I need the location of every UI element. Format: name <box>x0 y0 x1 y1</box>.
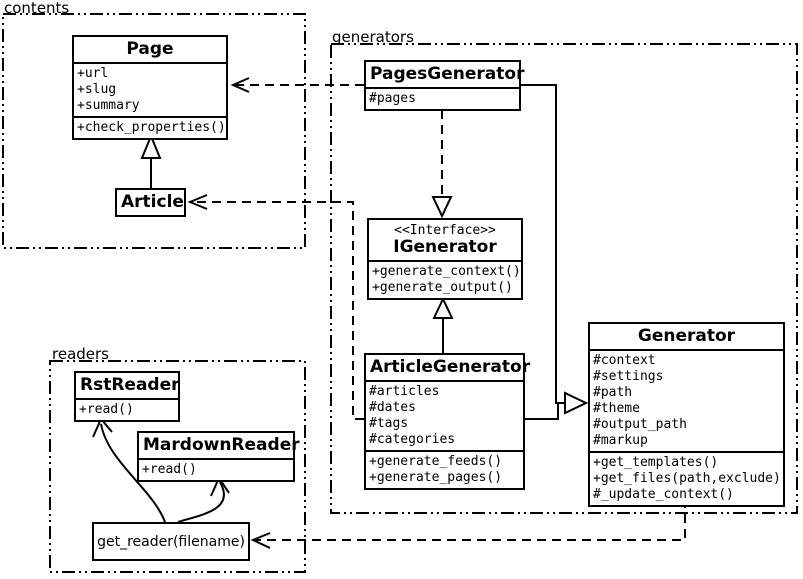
class-rstreader-methods: +read() <box>76 398 178 420</box>
attribute: #theme <box>593 401 640 416</box>
open-arrowhead-icon <box>250 532 271 549</box>
class-igenerator: <<Interface>> IGenerator +generate_conte… <box>367 218 523 300</box>
package-label-generators: generators <box>332 28 414 46</box>
class-mardownreader-methods: +read() <box>139 458 293 480</box>
attribute: #categories <box>369 432 456 447</box>
class-page-title: Page <box>126 39 174 59</box>
attribute: #context <box>593 353 656 368</box>
class-generator-title: Generator <box>637 326 736 346</box>
method: +get_files(path,exclude) <box>593 471 781 486</box>
class-generator-methods: +get_templates() +get_files(path,exclude… <box>590 451 783 505</box>
method: +get_templates() <box>593 455 719 470</box>
attribute: +url <box>77 66 109 81</box>
class-articlegenerator-attributes: #articles #dates #tags #categories <box>366 380 523 450</box>
attribute: #pages <box>369 91 416 106</box>
class-pagesgenerator-attributes: #pages <box>366 87 519 109</box>
attribute: #articles <box>369 384 440 399</box>
attribute: #markup <box>593 433 648 448</box>
class-articlegenerator-title: ArticleGenerator <box>370 357 531 377</box>
open-arrowhead-icon <box>187 194 208 210</box>
pagesgenerator-to-generator-inheritance-line <box>521 84 564 404</box>
class-article-title: Article <box>121 192 184 212</box>
class-igenerator-methods: +generate_context() +generate_output() <box>369 260 521 298</box>
class-pagesgenerator: PagesGenerator #pages <box>364 60 525 111</box>
class-page-attributes: +url +slug +summary <box>74 62 226 116</box>
class-igenerator-header: <<Interface>> IGenerator <box>369 220 521 260</box>
package-generators-border <box>330 43 798 514</box>
class-page: Page +url +slug +summary +check_properti… <box>72 35 228 140</box>
class-generator: Generator #context #settings #path #them… <box>588 322 785 507</box>
attribute: +summary <box>77 98 140 113</box>
get-reader-function-box: get_reader(filename) <box>92 522 250 561</box>
class-pagesgenerator-title: PagesGenerator <box>370 64 525 84</box>
class-articlegenerator: ArticleGenerator #articles #dates #tags … <box>364 353 531 490</box>
attribute: #tags <box>369 416 409 431</box>
method: +generate_pages() <box>369 470 503 485</box>
attribute: #output_path <box>593 417 687 432</box>
method: +generate_feeds() <box>369 454 503 469</box>
method: +generate_output() <box>372 280 513 295</box>
class-mardownreader: MardownReader +read() <box>137 431 300 482</box>
class-articlegenerator-methods: +generate_feeds() +generate_pages() <box>366 450 523 488</box>
attribute: #path <box>593 385 633 400</box>
inheritance-triangle-icon <box>564 391 589 415</box>
get-reader-label: get_reader(filename) <box>97 533 245 550</box>
articlegenerator-to-article-dependency-line <box>194 201 364 420</box>
getreader-to-rstreader-line <box>100 423 166 523</box>
method: +check_properties() <box>77 120 226 135</box>
class-rstreader: RstReader +read() <box>74 371 180 422</box>
inheritance-triangle-icon <box>140 133 162 159</box>
class-rstreader-title: RstReader <box>80 375 180 395</box>
method: +read() <box>79 402 134 417</box>
class-igenerator-stereotype: <<Interface>> <box>394 223 496 238</box>
getreader-to-mardownreader-line <box>177 481 225 523</box>
package-readers-border <box>49 360 306 573</box>
articlegenerator-to-generator-inheritance-line <box>525 404 559 420</box>
package-contents-border <box>2 13 306 249</box>
method: +generate_context() <box>372 264 521 279</box>
package-label-readers: readers <box>52 345 109 363</box>
class-mardownreader-title: MardownReader <box>143 435 300 455</box>
class-page-methods: +check_properties() <box>74 116 226 138</box>
open-arrowhead-icon <box>230 77 250 93</box>
class-generator-attributes: #context #settings #path #theme #output_… <box>590 349 783 451</box>
method: #_update_context() <box>593 487 734 502</box>
package-label-contents: contents <box>4 0 70 17</box>
attribute: #settings <box>593 369 664 384</box>
attribute: +slug <box>77 82 117 97</box>
inheritance-triangle-icon <box>432 296 454 319</box>
class-article: Article <box>115 188 186 217</box>
attribute: #dates <box>369 400 416 415</box>
class-igenerator-title: IGenerator <box>393 237 497 257</box>
realization-triangle-icon <box>431 196 453 219</box>
method: +read() <box>142 462 197 477</box>
